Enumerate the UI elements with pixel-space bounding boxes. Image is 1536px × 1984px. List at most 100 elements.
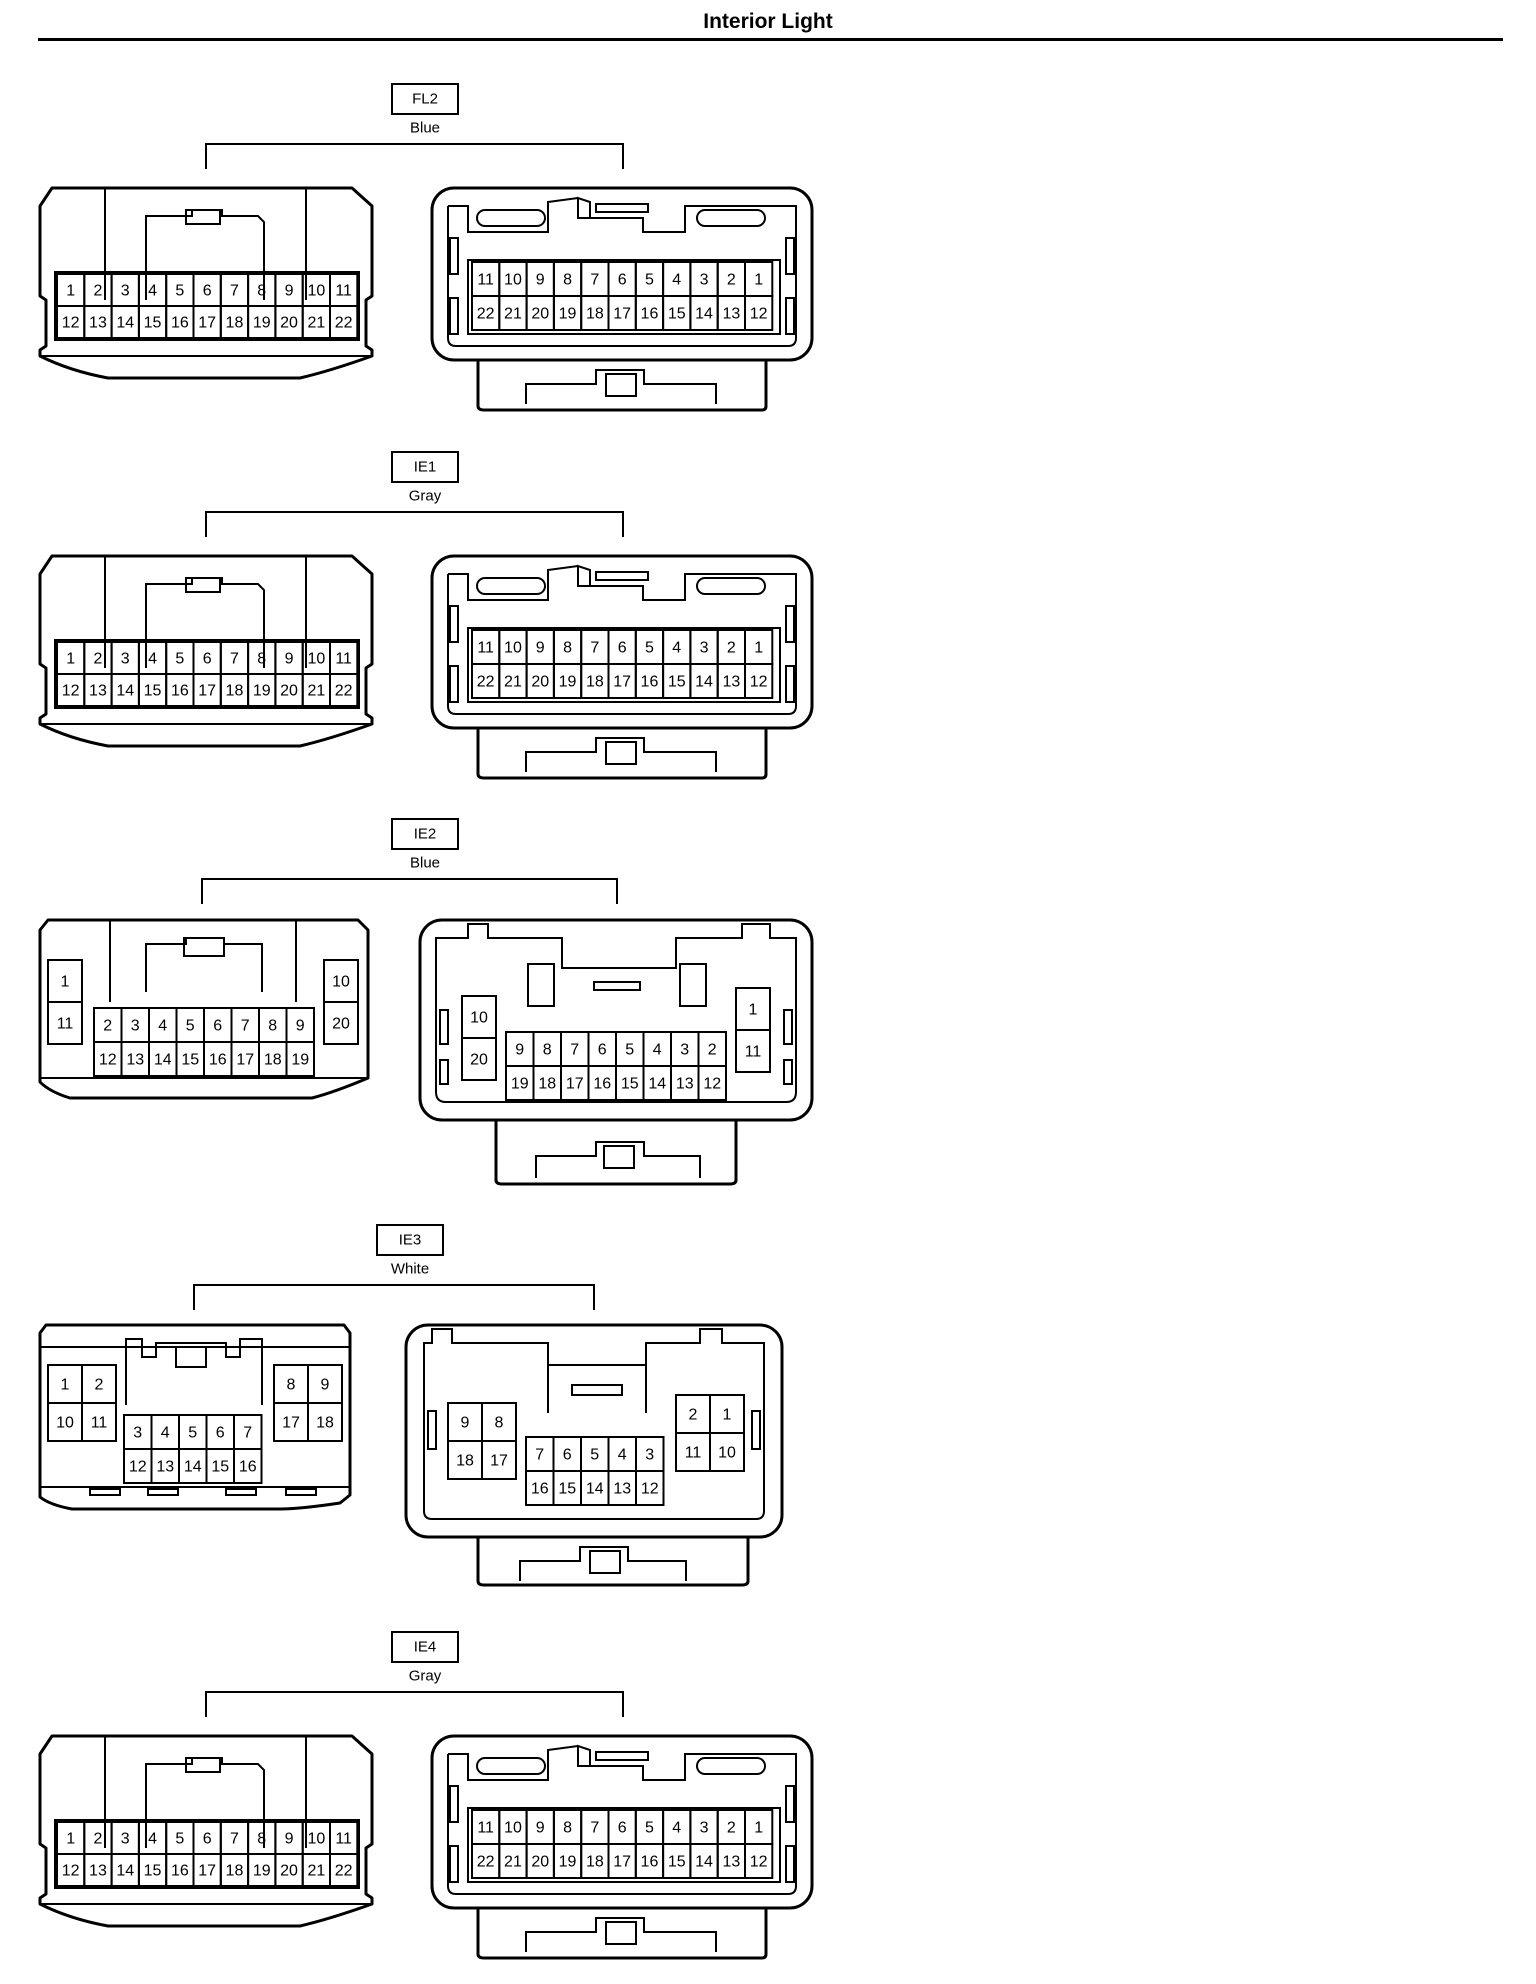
pin-cell <box>233 1448 263 1484</box>
pin-cell <box>323 1001 359 1045</box>
foot-slot <box>147 1488 179 1496</box>
inner-frame <box>448 197 579 233</box>
pin-number: 11 <box>477 640 494 657</box>
pin-number: 12 <box>129 1459 147 1476</box>
pin-number: 17 <box>613 306 631 323</box>
pin-cell <box>744 295 774 331</box>
pin-block <box>467 627 781 703</box>
pin-number: 3 <box>700 1820 709 1837</box>
pin-number: 12 <box>99 1052 117 1069</box>
pin-number: 15 <box>621 1076 639 1093</box>
keyway-slot <box>571 1384 623 1396</box>
pin-number: 13 <box>89 1863 107 1880</box>
lock-outline <box>525 1917 717 1952</box>
pin-number: 13 <box>676 1076 694 1093</box>
connector-code-box <box>376 1224 444 1256</box>
pin-number: 7 <box>243 1425 252 1442</box>
pin-number: 4 <box>148 1831 157 1848</box>
pin-cell <box>744 1843 774 1879</box>
connector-color: Blue <box>410 855 440 872</box>
pin-cell <box>635 1470 665 1506</box>
pin-number: 15 <box>558 1481 576 1498</box>
lock-outline <box>525 737 717 772</box>
pin-number: 2 <box>93 283 102 300</box>
pin-number: 9 <box>285 651 294 668</box>
pin-number: 2 <box>689 1407 698 1424</box>
pin-number: 8 <box>563 1820 572 1837</box>
side-rib <box>785 1785 795 1823</box>
pin-number: 4 <box>618 1447 627 1464</box>
pin-block <box>54 639 360 709</box>
pin-number: 6 <box>203 651 212 668</box>
pin-number: 3 <box>133 1425 142 1442</box>
pin-number: 19 <box>253 315 271 332</box>
pin-number: 17 <box>613 674 631 691</box>
pin-number: 4 <box>653 1042 662 1059</box>
pin-number: 12 <box>750 674 768 691</box>
pin-number: 18 <box>226 683 244 700</box>
bracket-line <box>201 878 618 904</box>
pin-number: 15 <box>144 315 162 332</box>
pin-number: 1 <box>723 1407 732 1424</box>
pin-number: 14 <box>116 683 134 700</box>
pin-number: 3 <box>121 651 130 668</box>
pin-number: 6 <box>618 640 627 657</box>
pin-number: 9 <box>321 1377 330 1394</box>
pin-number: 16 <box>171 683 189 700</box>
pin-number: 1 <box>754 1820 763 1837</box>
side-rib <box>449 665 459 703</box>
pin-number: 14 <box>116 1863 134 1880</box>
pin-number: 19 <box>559 1854 577 1871</box>
side-rib <box>449 605 459 643</box>
pin-number: 16 <box>531 1481 549 1498</box>
foot-slot <box>89 1488 121 1496</box>
pin-number: 20 <box>280 683 298 700</box>
pin-number: 11 <box>685 1445 702 1462</box>
pin-number: 10 <box>307 651 325 668</box>
title-divider <box>38 38 1503 41</box>
pin-number: 8 <box>287 1377 296 1394</box>
pin-number: 11 <box>477 272 494 289</box>
pin-number: 14 <box>154 1052 172 1069</box>
pin-number: 3 <box>700 272 709 289</box>
connector-housing <box>430 1734 814 1910</box>
pin-number: 10 <box>56 1415 74 1432</box>
keyway-slot <box>679 963 707 1007</box>
connector-color: Blue <box>410 120 440 137</box>
pin-number: 15 <box>181 1052 199 1069</box>
pin-number: 17 <box>613 1854 631 1871</box>
pin-cell <box>461 1037 497 1081</box>
inner-frame <box>547 1365 647 1413</box>
pin-number: 19 <box>253 1863 271 1880</box>
pin-number: 17 <box>198 315 216 332</box>
pin-number: 14 <box>695 1854 713 1871</box>
pin-number: 10 <box>307 1831 325 1848</box>
pin-number: 5 <box>625 1042 634 1059</box>
pin-number: 12 <box>62 1863 80 1880</box>
pin-cell <box>709 1432 745 1472</box>
pin-cell <box>735 1029 771 1073</box>
pin-number: 3 <box>131 1018 140 1035</box>
lock-outline <box>525 369 717 404</box>
side-rib <box>449 1785 459 1823</box>
pin-number: 17 <box>236 1052 254 1069</box>
pin-number: 18 <box>264 1052 282 1069</box>
lock-tab <box>603 1145 635 1169</box>
pin-number: 1 <box>754 272 763 289</box>
keyway-slot <box>595 203 649 213</box>
connector-color: Gray <box>409 1668 442 1685</box>
inner-frame <box>447 196 797 347</box>
keyway-slot <box>696 1757 766 1775</box>
connector-code: IE1 <box>414 459 437 476</box>
pin-number: 11 <box>335 651 352 668</box>
connector-code-box <box>391 83 459 115</box>
pin-number: 22 <box>335 315 353 332</box>
pin-number: 21 <box>307 315 325 332</box>
pin-number: 14 <box>116 315 134 332</box>
pin-cell <box>307 1402 343 1442</box>
pin-number: 18 <box>226 315 244 332</box>
pin-number: 4 <box>672 640 681 657</box>
